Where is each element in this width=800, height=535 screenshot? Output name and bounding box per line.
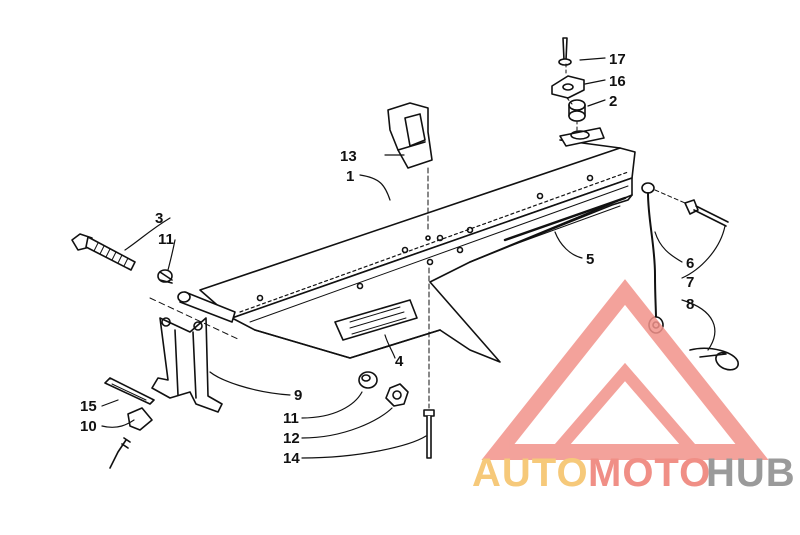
callout-15: 15 bbox=[80, 398, 97, 415]
callout-13: 13 bbox=[340, 148, 357, 165]
callout-2: 2 bbox=[609, 93, 617, 110]
mounting-bracket bbox=[149, 291, 241, 413]
callout-10: 10 bbox=[80, 418, 97, 435]
grommet-plate bbox=[551, 75, 585, 99]
callout-8: 8 bbox=[686, 296, 694, 313]
cable-clip bbox=[387, 102, 433, 233]
clevis-pin bbox=[654, 189, 729, 227]
callout-4: 4 bbox=[395, 353, 404, 370]
callout-7: 7 bbox=[686, 274, 694, 291]
callout-12: 12 bbox=[283, 430, 300, 447]
watermark-hub: HUB bbox=[706, 451, 796, 495]
bolt bbox=[71, 233, 136, 271]
watermark-auto: AUTO bbox=[472, 451, 589, 495]
pop-rivet bbox=[109, 407, 153, 469]
callout-5: 5 bbox=[586, 251, 594, 268]
callout-14: 14 bbox=[283, 450, 300, 467]
lock-nut bbox=[385, 383, 409, 407]
bushing-upper bbox=[157, 269, 173, 284]
top-pin bbox=[558, 37, 572, 66]
retaining-plate bbox=[104, 377, 155, 405]
callout-labels: 1 2 3 4 5 6 7 8 9 10 11 11 12 13 14 15 1… bbox=[80, 51, 694, 467]
hair-pin-clip bbox=[689, 347, 739, 371]
screw bbox=[423, 267, 435, 459]
callout-9: 9 bbox=[294, 387, 302, 404]
bushing-lower bbox=[358, 371, 378, 389]
watermark-triangle-icon bbox=[481, 279, 769, 460]
callout-1: 1 bbox=[346, 168, 354, 185]
callout-11-upper: 11 bbox=[158, 231, 174, 248]
watermark-moto: MOTO bbox=[588, 451, 711, 495]
callout-3: 3 bbox=[155, 210, 163, 227]
callout-17: 17 bbox=[609, 51, 626, 68]
callout-6: 6 bbox=[686, 255, 694, 272]
callout-16: 16 bbox=[609, 73, 626, 90]
skid-plate bbox=[199, 127, 636, 363]
callout-11-lower: 11 bbox=[283, 410, 299, 427]
leader-lines bbox=[101, 57, 726, 459]
watermark-logo: AUTO MOTO HUB bbox=[472, 279, 796, 495]
